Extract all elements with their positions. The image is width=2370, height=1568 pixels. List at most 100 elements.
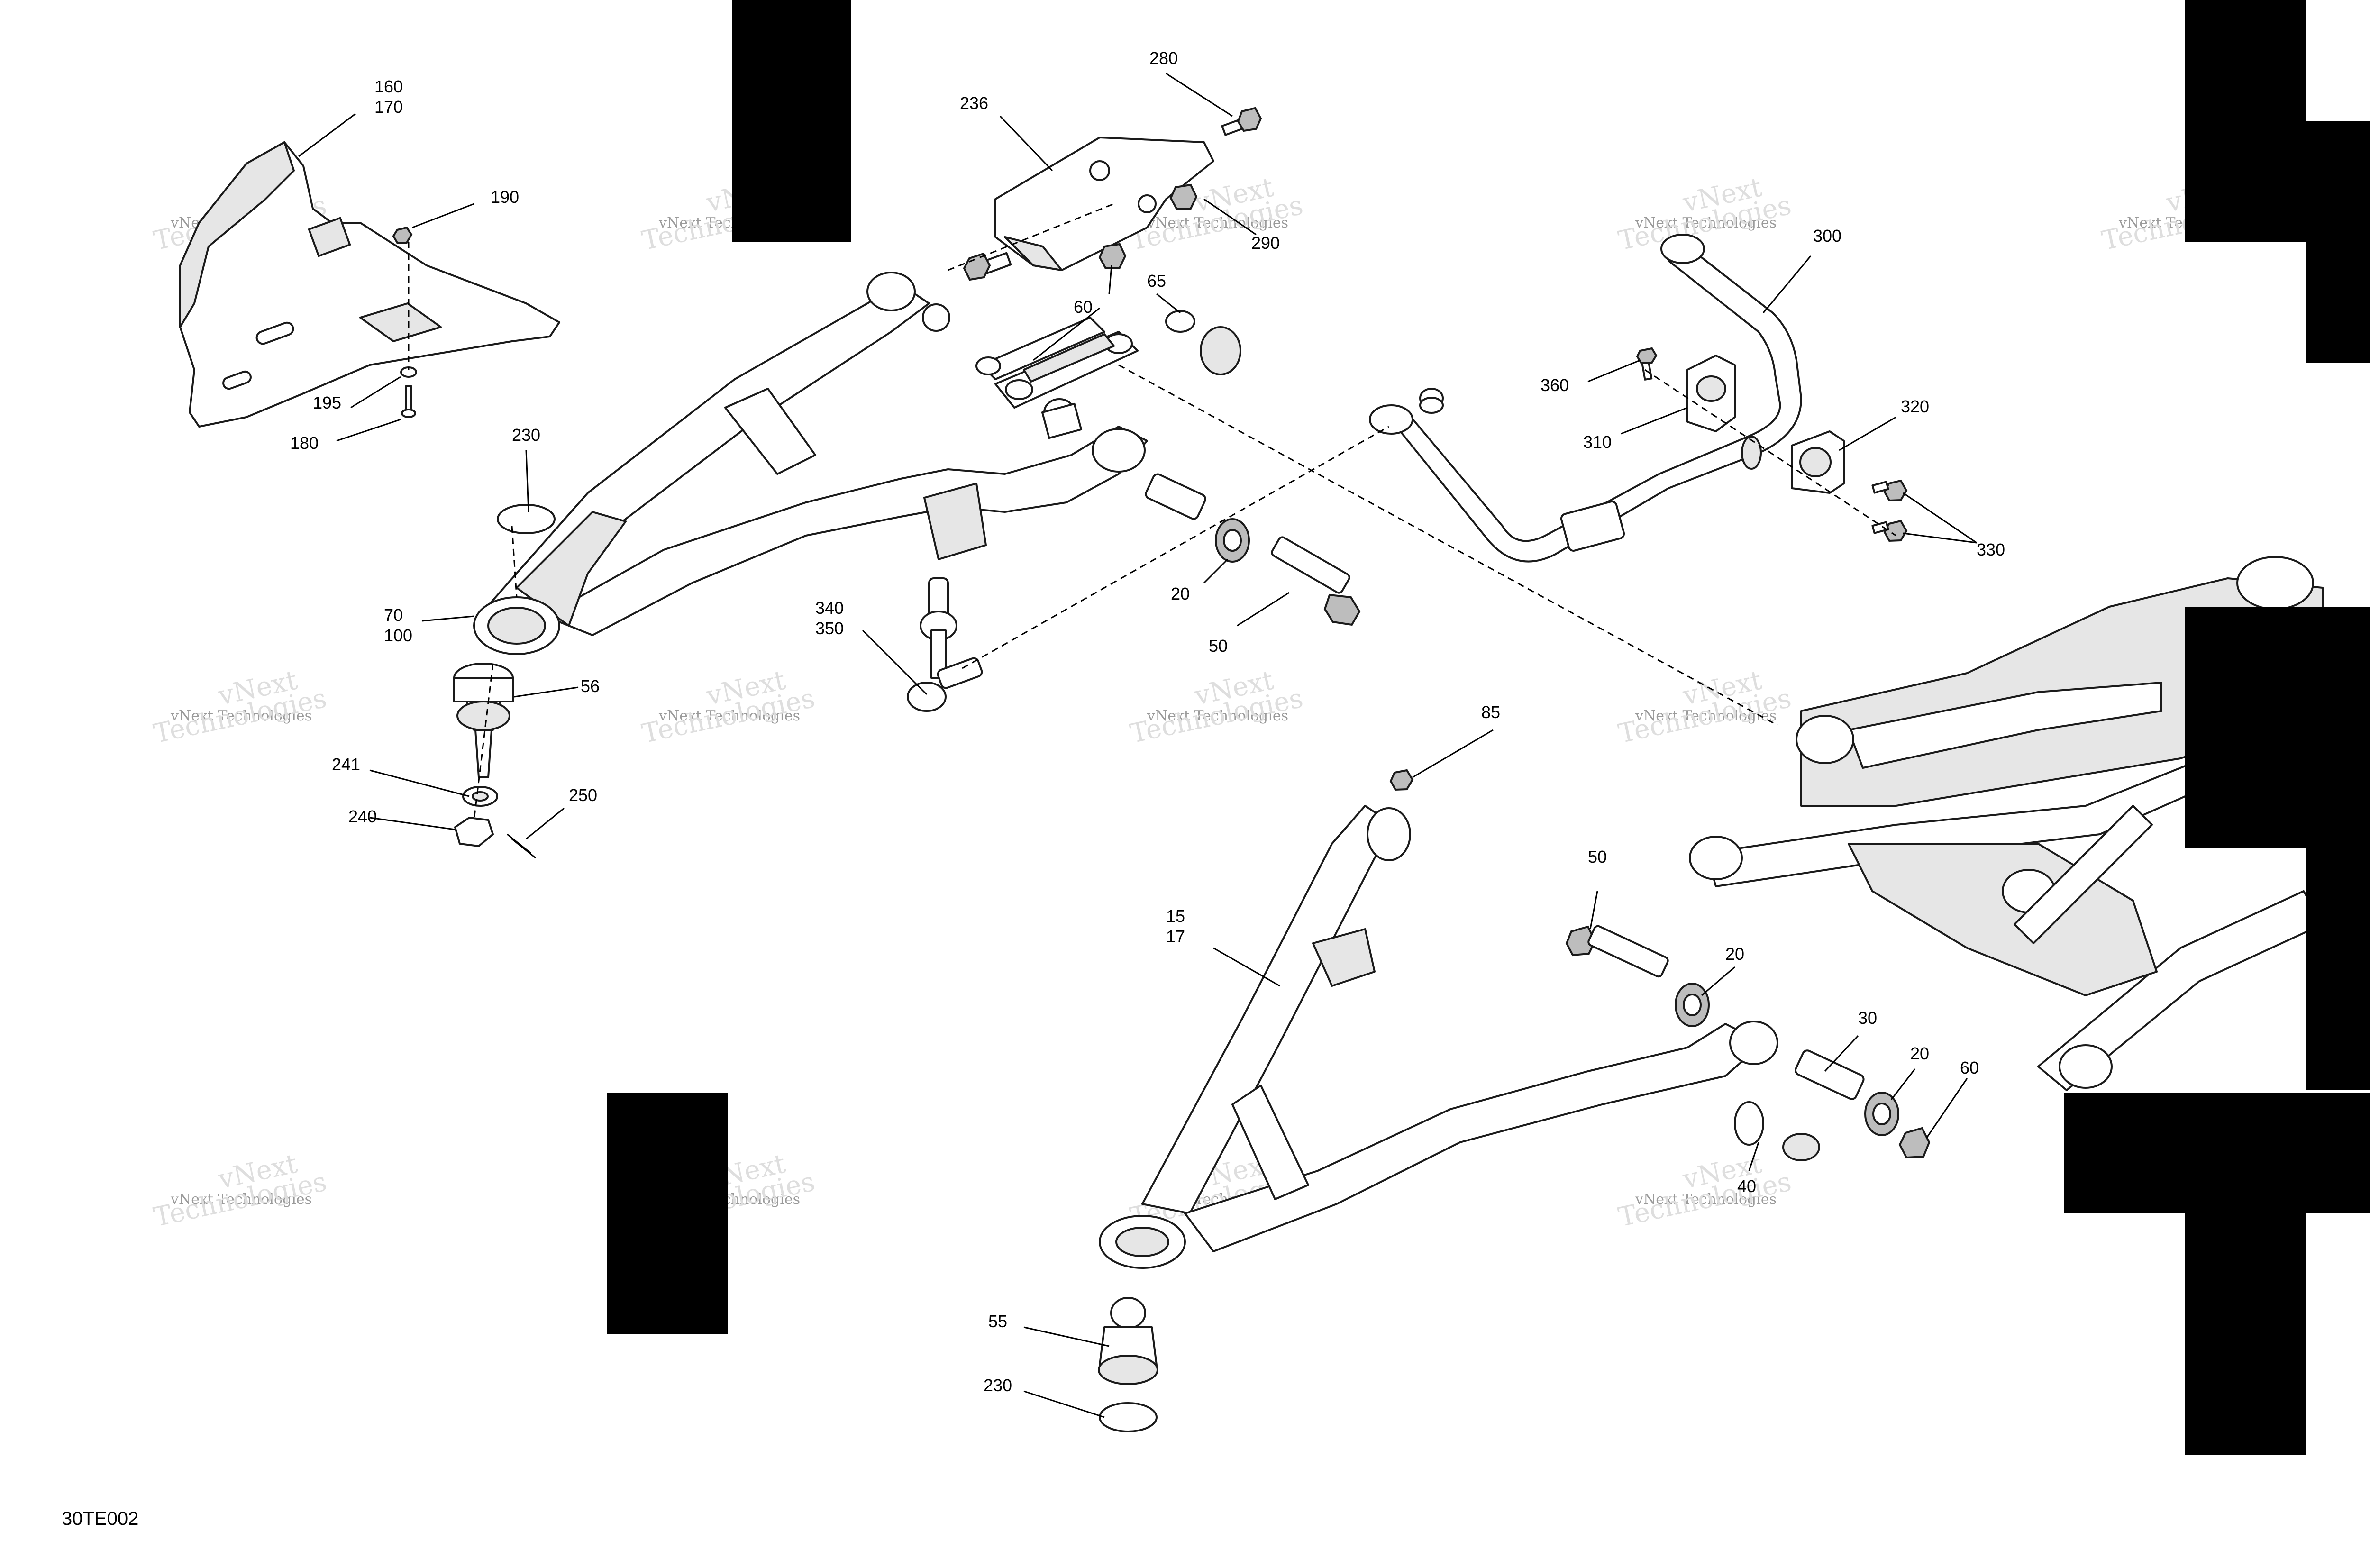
watermark: vNext Technologies Technologies vNext — [1128, 665, 1306, 749]
callout-50: 50 — [1588, 847, 1607, 866]
skid-plate-slot — [222, 370, 252, 390]
chassis-crossmember — [1848, 682, 2162, 769]
sway-bar-end — [1660, 234, 1705, 264]
callout-60: 60 — [1074, 297, 1093, 317]
callout-20: 20 — [1171, 584, 1190, 603]
callout-230: 230 — [984, 1376, 1012, 1395]
redaction-block — [607, 1093, 728, 1334]
callout-65: 65 — [1147, 271, 1166, 291]
watermark: vNext Technologies Technologies vNext — [151, 1148, 329, 1233]
ball-joint-56 — [453, 663, 514, 778]
chassis-tie-rod — [2014, 805, 2153, 944]
upper-a-arm-ball-joint-bore — [487, 607, 546, 645]
sway-bar-collar — [1741, 436, 1762, 470]
callout-290: 290 — [1251, 233, 1280, 253]
nut-190 — [392, 226, 413, 244]
bushing-20b — [1675, 983, 1710, 1027]
sway-bar-link-bracket — [923, 483, 987, 560]
lower-a-arm-brace — [1231, 1085, 1309, 1200]
redaction-block — [2306, 848, 2370, 1090]
redaction-block — [732, 0, 851, 242]
washer-60 — [1098, 243, 1127, 269]
callout-15: 15 — [1166, 906, 1185, 926]
assembly-line — [1644, 369, 1896, 537]
lower-a-arm-rear-bushing — [1729, 1021, 1778, 1065]
callout-330: 330 — [1977, 540, 2005, 559]
washer-241 — [462, 786, 498, 807]
lower-a-arm-front-bushing — [1367, 807, 1411, 861]
watermark: vNext Technologies Technologies vNext — [639, 665, 818, 749]
svg-text:vNext Technologies: vNext Technologies — [1635, 1191, 1777, 1208]
skid-plate-side — [179, 141, 295, 328]
bolts-330 — [1871, 479, 1908, 542]
callout-300: 300 — [1813, 226, 1841, 246]
redaction-blocks — [607, 0, 2370, 1455]
upper-a-arm-rear-bushing — [1092, 428, 1146, 473]
upper-a-arm-gusset — [516, 511, 627, 627]
callout-60: 60 — [1960, 1058, 1979, 1077]
callout-56: 56 — [581, 676, 600, 696]
callout-40: 40 — [1737, 1176, 1756, 1196]
callout-320: 320 — [1901, 397, 1929, 416]
watermark: vNext Technologies Technologies vNext — [1616, 1148, 1794, 1233]
sway-bar-end-nut — [1419, 397, 1444, 414]
callout-17: 17 — [1166, 927, 1185, 946]
upper-a-arm — [473, 272, 1148, 655]
sway-bar-link-340 — [907, 577, 983, 712]
bushing-20c — [1864, 1092, 1899, 1136]
assembly-line — [473, 663, 494, 820]
callout-170: 170 — [374, 97, 403, 117]
skid-plate-pocket — [359, 302, 442, 342]
chassis-shock-tower — [2236, 556, 2314, 610]
circlip-230-upper — [497, 504, 556, 534]
assembly-line — [948, 203, 1114, 271]
skid-plate-assembly — [179, 141, 560, 428]
redaction-block — [2306, 121, 2370, 363]
callout-236: 236 — [960, 93, 988, 113]
washer-40 — [1734, 1101, 1820, 1161]
sway-bar-rod — [1388, 246, 1802, 563]
upper-a-arm-cross-brace — [724, 388, 816, 475]
bushing-60 — [1041, 398, 1083, 439]
callout-350: 350 — [815, 619, 844, 638]
upper-a-arm-bushing-end — [922, 303, 950, 332]
svg-text:vNext Technologies: vNext Technologies — [170, 708, 312, 724]
callout-230: 230 — [512, 425, 540, 445]
redaction-block — [2185, 607, 2370, 848]
skid-plate — [179, 141, 560, 428]
svg-text:vNext Technologies: vNext Technologies — [170, 1191, 312, 1208]
callout-20: 20 — [1725, 944, 1744, 964]
callouts: 160 170 190 195 180 230 70 100 56 241 24… — [290, 48, 2005, 1395]
sway-bar-end — [1369, 404, 1413, 435]
lower-a-arm-shock-mount — [1312, 928, 1376, 987]
sway-bar-300 — [1369, 234, 1802, 563]
svg-text:vNext Technologies: vNext Technologies — [1635, 215, 1777, 231]
svg-text:vNext Technologies: vNext Technologies — [1147, 708, 1288, 724]
svg-text:vNext Technologies: vNext Technologies — [658, 708, 800, 724]
bolt-50b — [1565, 925, 1669, 978]
callout-280: 280 — [1149, 48, 1178, 68]
bolt-50a — [1271, 536, 1361, 626]
callout-55: 55 — [988, 1312, 1007, 1331]
callout-20: 20 — [1910, 1044, 1929, 1063]
nut-60 — [1898, 1127, 1931, 1159]
bolt-360 — [1636, 347, 1658, 381]
svg-text:vNext Technologies: vNext Technologies — [1635, 708, 1777, 724]
watermark: vNext Technologies Technologies vNext — [151, 665, 329, 749]
bolt-180 — [401, 385, 416, 418]
svg-text:vNext Technologies: vNext Technologies — [1147, 215, 1288, 231]
chassis-bushing — [1689, 836, 1743, 880]
nut-85 — [1389, 769, 1414, 791]
assembly-line — [1118, 364, 1778, 726]
bushing-20a — [1215, 518, 1250, 563]
skid-plate-pocket — [308, 217, 351, 257]
bolt-280 — [1221, 107, 1262, 136]
sleeve-20a — [1145, 473, 1206, 520]
skid-plate-slot — [255, 321, 294, 345]
redaction-block — [2185, 0, 2306, 242]
chassis-bushing — [2059, 1044, 2113, 1089]
callout-340: 340 — [815, 598, 844, 618]
nut-240 — [454, 817, 494, 847]
assembly-line — [511, 526, 518, 598]
